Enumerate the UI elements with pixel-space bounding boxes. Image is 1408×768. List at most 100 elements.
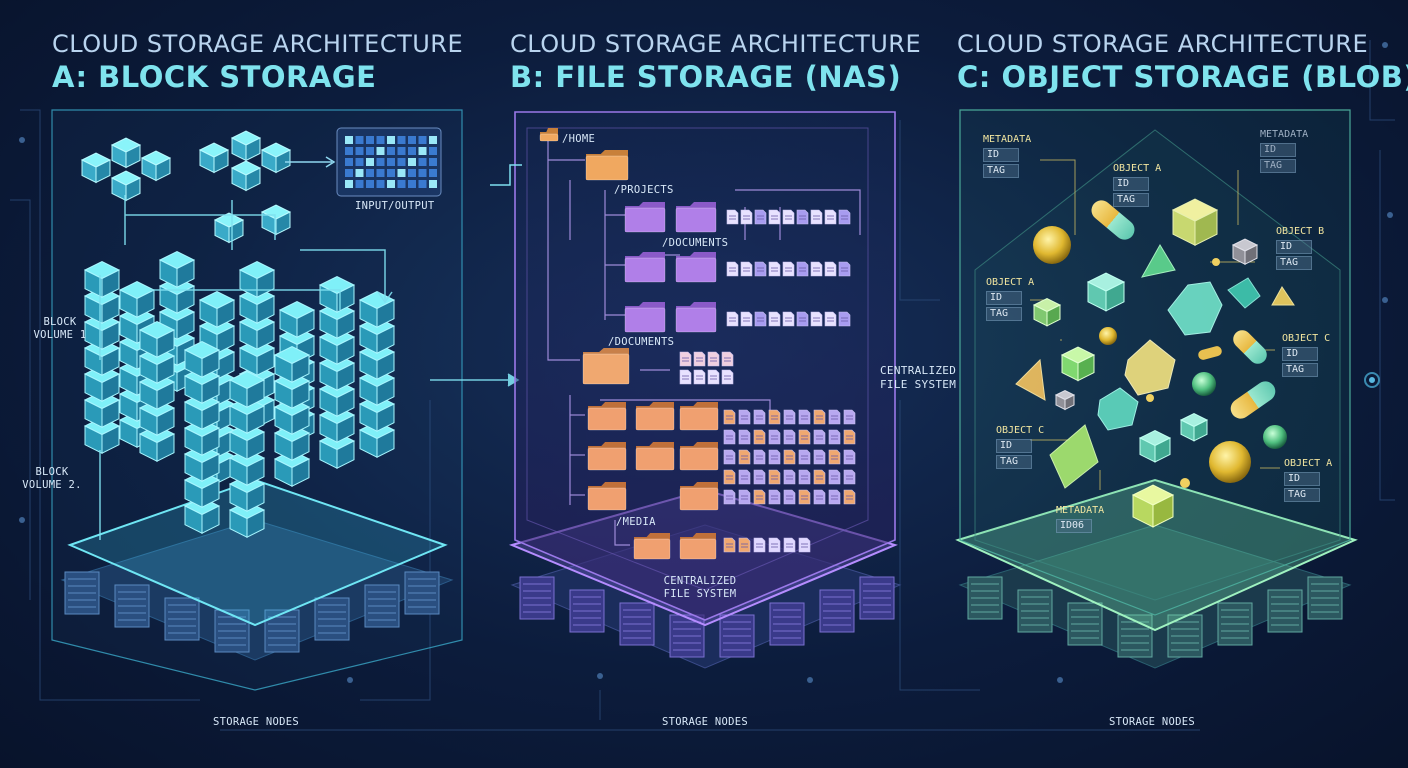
- gold-sphere: [1209, 441, 1251, 483]
- io-cell: [418, 136, 427, 144]
- io-cell: [397, 147, 406, 155]
- document-icon: [768, 537, 781, 553]
- chip-tag: TAG: [996, 455, 1032, 469]
- folder-icon: [587, 402, 627, 431]
- document-icon: [798, 537, 811, 553]
- server-unit: [1217, 602, 1253, 646]
- io-cell: [366, 136, 374, 144]
- chip-key: METADATA: [1260, 129, 1309, 140]
- document-icon: [707, 351, 720, 367]
- capsule-object: [1233, 330, 1267, 364]
- document-icon: [726, 261, 739, 277]
- small-dot: [1180, 478, 1190, 488]
- document-icon: [707, 369, 720, 385]
- chip-tag: TAG: [986, 307, 1022, 321]
- gold-sphere: [1099, 327, 1117, 345]
- object-chip-3: OBJECT A ID TAG: [1113, 163, 1161, 207]
- storage-block: [318, 275, 356, 314]
- block-storage-nodes-label: STORAGE NODES: [212, 716, 300, 728]
- folder-icon: [675, 302, 717, 333]
- object-chip-2: METADATA ID TAG: [1260, 129, 1308, 173]
- chip-tag: TAG: [1113, 193, 1149, 207]
- object-cube: [1054, 389, 1076, 411]
- document-icon: [723, 489, 736, 505]
- io-cell: [429, 180, 437, 188]
- document-icon: [810, 209, 823, 225]
- chip-key: OBJECT A: [986, 277, 1035, 288]
- storage-block: [238, 286, 276, 325]
- server-unit: [364, 584, 400, 628]
- storage-block: [118, 280, 156, 319]
- server-unit: [1017, 589, 1053, 633]
- document-icon: [796, 261, 809, 277]
- document-icon: [828, 429, 841, 445]
- io-cell: [366, 158, 374, 166]
- gold-sphere: [1033, 226, 1071, 264]
- document-icon: [738, 469, 751, 485]
- io-block: [110, 170, 142, 202]
- document-icon: [753, 429, 766, 445]
- chip-tag: TAG: [1276, 256, 1312, 270]
- storage-block: [158, 250, 196, 289]
- block-cube-stacks: [83, 250, 396, 539]
- document-icon: [753, 537, 766, 553]
- io-cell: [366, 169, 374, 177]
- folder-icon: [587, 442, 627, 471]
- block-storage-nodes: [60, 519, 454, 661]
- io-cell: [355, 147, 364, 155]
- document-icon: [813, 469, 826, 485]
- document-icon: [783, 409, 796, 425]
- chip-key: OBJECT A: [1113, 163, 1162, 174]
- folder-icon: [679, 482, 719, 511]
- panel-b-title-line2: B: FILE STORAGE (NAS): [510, 60, 902, 94]
- folder-icon: [635, 402, 675, 431]
- server-unit: [819, 589, 855, 633]
- block-io-cubes: [80, 130, 292, 244]
- io-block: [230, 130, 262, 162]
- document-icon: [810, 261, 823, 277]
- document-icon: [768, 489, 781, 505]
- io-cell: [366, 147, 374, 155]
- server-unit: [769, 602, 805, 646]
- chip-id: ID: [1284, 472, 1320, 486]
- document-icon: [768, 449, 781, 465]
- object-cube: [1138, 429, 1172, 463]
- file-tree-lines: [547, 140, 861, 546]
- document-icon: [796, 311, 809, 327]
- folder-icon: [635, 442, 675, 471]
- storage-block: [228, 370, 266, 409]
- chip-id: ID: [983, 148, 1019, 162]
- document-icon: [783, 489, 796, 505]
- io-cell: [397, 169, 406, 177]
- chip-key: METADATA: [983, 134, 1032, 145]
- object-chip-8: OBJECT A ID TAG: [1284, 458, 1332, 502]
- background-circuit: [10, 40, 1395, 731]
- document-icon: [798, 469, 811, 485]
- small-dot: [1146, 394, 1154, 402]
- path-home: /HOME: [562, 133, 596, 145]
- folder-icon: [624, 302, 666, 333]
- document-icon: [828, 409, 841, 425]
- io-cell: [345, 147, 353, 155]
- document-icon: [783, 429, 796, 445]
- chip-key: OBJECT C: [996, 425, 1045, 436]
- folder-icon: [582, 348, 630, 385]
- document-icon: [754, 209, 767, 225]
- storage-block: [83, 260, 121, 299]
- panel-a-title-line1: CLOUD STORAGE ARCHITECTURE: [52, 30, 464, 58]
- document-icon: [782, 209, 795, 225]
- document-icon: [783, 537, 796, 553]
- document-icon: [768, 261, 781, 277]
- io-cell: [366, 180, 374, 188]
- object-chip-5: OBJECT A ID TAG: [986, 277, 1034, 321]
- chip-key: OBJECT A: [1284, 458, 1333, 469]
- io-cell: [397, 136, 406, 144]
- file-storage-nodes-label: STORAGE NODES: [661, 716, 749, 728]
- centralized-file-system-bottom-label: CENTRALIZED FILE SYSTEM: [663, 575, 737, 600]
- io-block: [213, 212, 245, 244]
- io-cell: [376, 147, 385, 155]
- io-cell: [408, 136, 416, 144]
- capsule-object: [1230, 381, 1276, 419]
- storage-block: [273, 345, 311, 384]
- io-cell: [397, 180, 406, 188]
